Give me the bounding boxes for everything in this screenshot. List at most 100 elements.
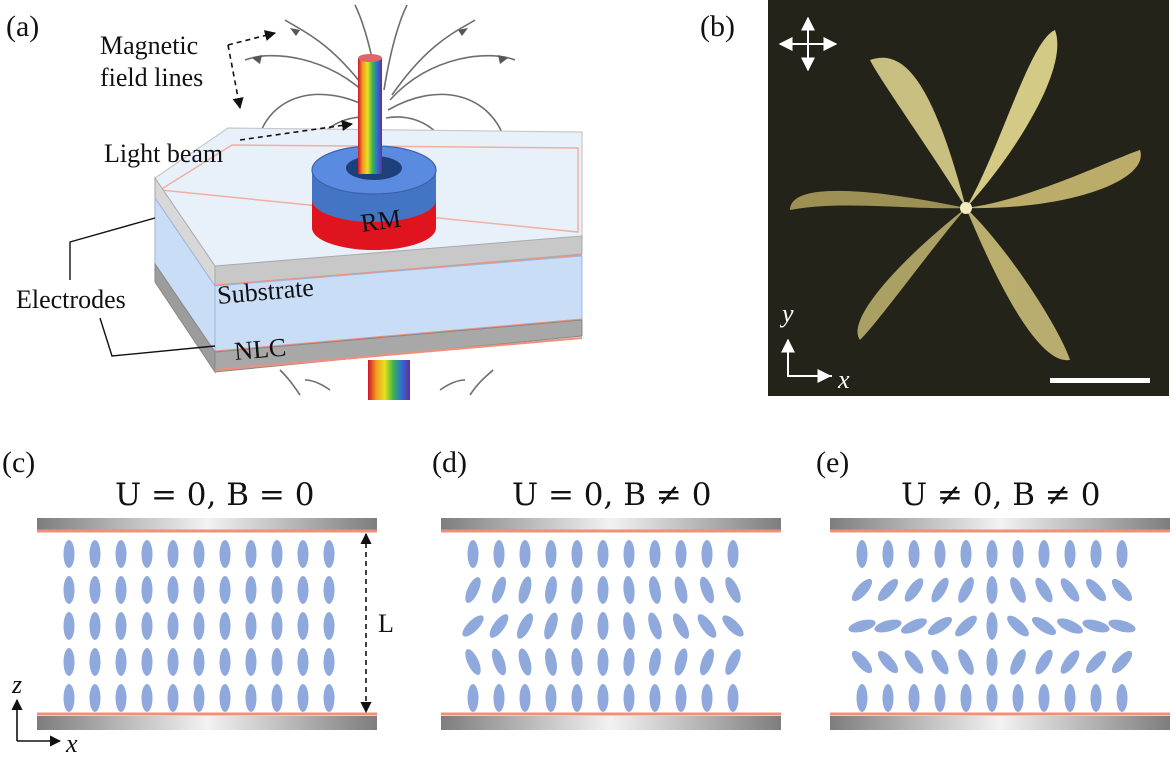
defect-core [960,202,972,214]
lc-molecule [323,576,335,604]
lc-molecule [623,648,635,676]
lc-molecule [245,540,257,568]
lc-molecule [851,578,873,602]
lc-molecule [141,540,153,568]
lc-molecule [623,684,635,712]
lc-molecule [193,576,205,604]
lc-molecule [1116,540,1128,568]
lc-molecule [467,684,479,712]
lc-molecule [89,684,101,712]
thickness-label: L [378,609,394,638]
lc-molecule [1035,577,1053,603]
lc-molecule [725,577,741,603]
lc-molecule [1111,578,1133,602]
lc-molecule [89,540,101,568]
lc-molecule [516,613,534,639]
lc-molecule [1064,540,1076,568]
lc-molecule [571,612,583,640]
lc-molecule [1116,684,1128,712]
lc-molecule [545,540,557,568]
lc-molecule [725,649,741,675]
top-plate [830,518,1170,530]
lc-molecule [518,576,532,604]
lc-molecule [960,540,972,568]
panel-b: (b) x y [700,0,1169,396]
field-lines-pointer [227,30,277,46]
lc-molecule [465,577,481,603]
top-plate [441,518,781,530]
x-axis-label: x [65,729,78,758]
lc-molecule [493,540,505,568]
lc-molecule [297,540,309,568]
lc-molecule [545,576,557,604]
lc-molecule [908,540,920,568]
lc-molecule [491,576,507,604]
lc-molecule [297,648,309,676]
panel-e-condition: U ≠ 0, B ≠ 0 [901,477,1100,513]
lc-molecule [271,648,283,676]
lc-molecule [167,540,179,568]
lc-molecule [722,615,744,637]
lc-molecule [63,684,75,712]
panel-c-label: (c) [2,446,35,479]
lc-molecule [219,648,231,676]
panel-b-label: (b) [700,10,735,43]
lc-molecule [63,540,75,568]
bottom-plate [37,716,377,730]
panel-a: (a) [6,4,583,400]
lc-molecule [63,648,75,676]
lc-molecule [193,648,205,676]
lc-molecule [597,612,609,640]
lc-molecule [934,540,946,568]
lc-molecule [699,648,715,676]
lc-molecule [271,612,283,640]
lc-molecule [167,612,179,640]
lc-molecule [571,684,583,712]
lc-molecule [63,576,75,604]
lc-molecule [271,576,283,604]
lc-molecule [115,648,127,676]
lc-molecule [518,648,532,676]
lc-molecule [1031,616,1057,636]
lc-molecule [1090,540,1102,568]
lc-molecule [1085,650,1107,674]
lc-molecule [851,650,873,674]
lc-molecule [271,540,283,568]
scale-bar [1050,378,1150,383]
lc-molecule [927,616,953,636]
bottom-plate [830,716,1170,730]
lc-molecule [245,648,257,676]
lc-molecule [958,649,974,675]
lc-molecule [672,613,690,639]
lc-molecule [1012,540,1024,568]
lc-molecule [491,648,507,676]
lc-molecule [986,684,998,712]
magnetic-field-lines [244,4,516,396]
lc-molecule [489,614,509,638]
lc-molecule [597,648,609,676]
lc-molecule [115,684,127,712]
lc-molecule [167,576,179,604]
lc-molecule [623,612,635,640]
lc-molecule [1038,540,1050,568]
lc-molecule [219,540,231,568]
lc-molecule [467,540,479,568]
lc-molecule [271,684,283,712]
lc-molecule [623,576,635,604]
lc-molecule [1035,649,1053,675]
lc-molecule [877,578,899,602]
light-beam-label: Light beam [104,139,223,168]
lc-molecule [219,612,231,640]
lc-molecule [115,540,127,568]
lc-molecule [219,684,231,712]
lc-molecule [167,648,179,676]
lc-molecule [986,540,998,568]
lc-molecule [545,648,557,676]
lc-molecule [955,615,977,637]
panel-d-condition: U = 0, B ≠ 0 [512,477,711,513]
lc-molecule [904,650,924,674]
lc-molecule [674,576,688,604]
electrodes-label: Electrodes [16,285,126,314]
electrodes-bracket-top [69,217,156,280]
